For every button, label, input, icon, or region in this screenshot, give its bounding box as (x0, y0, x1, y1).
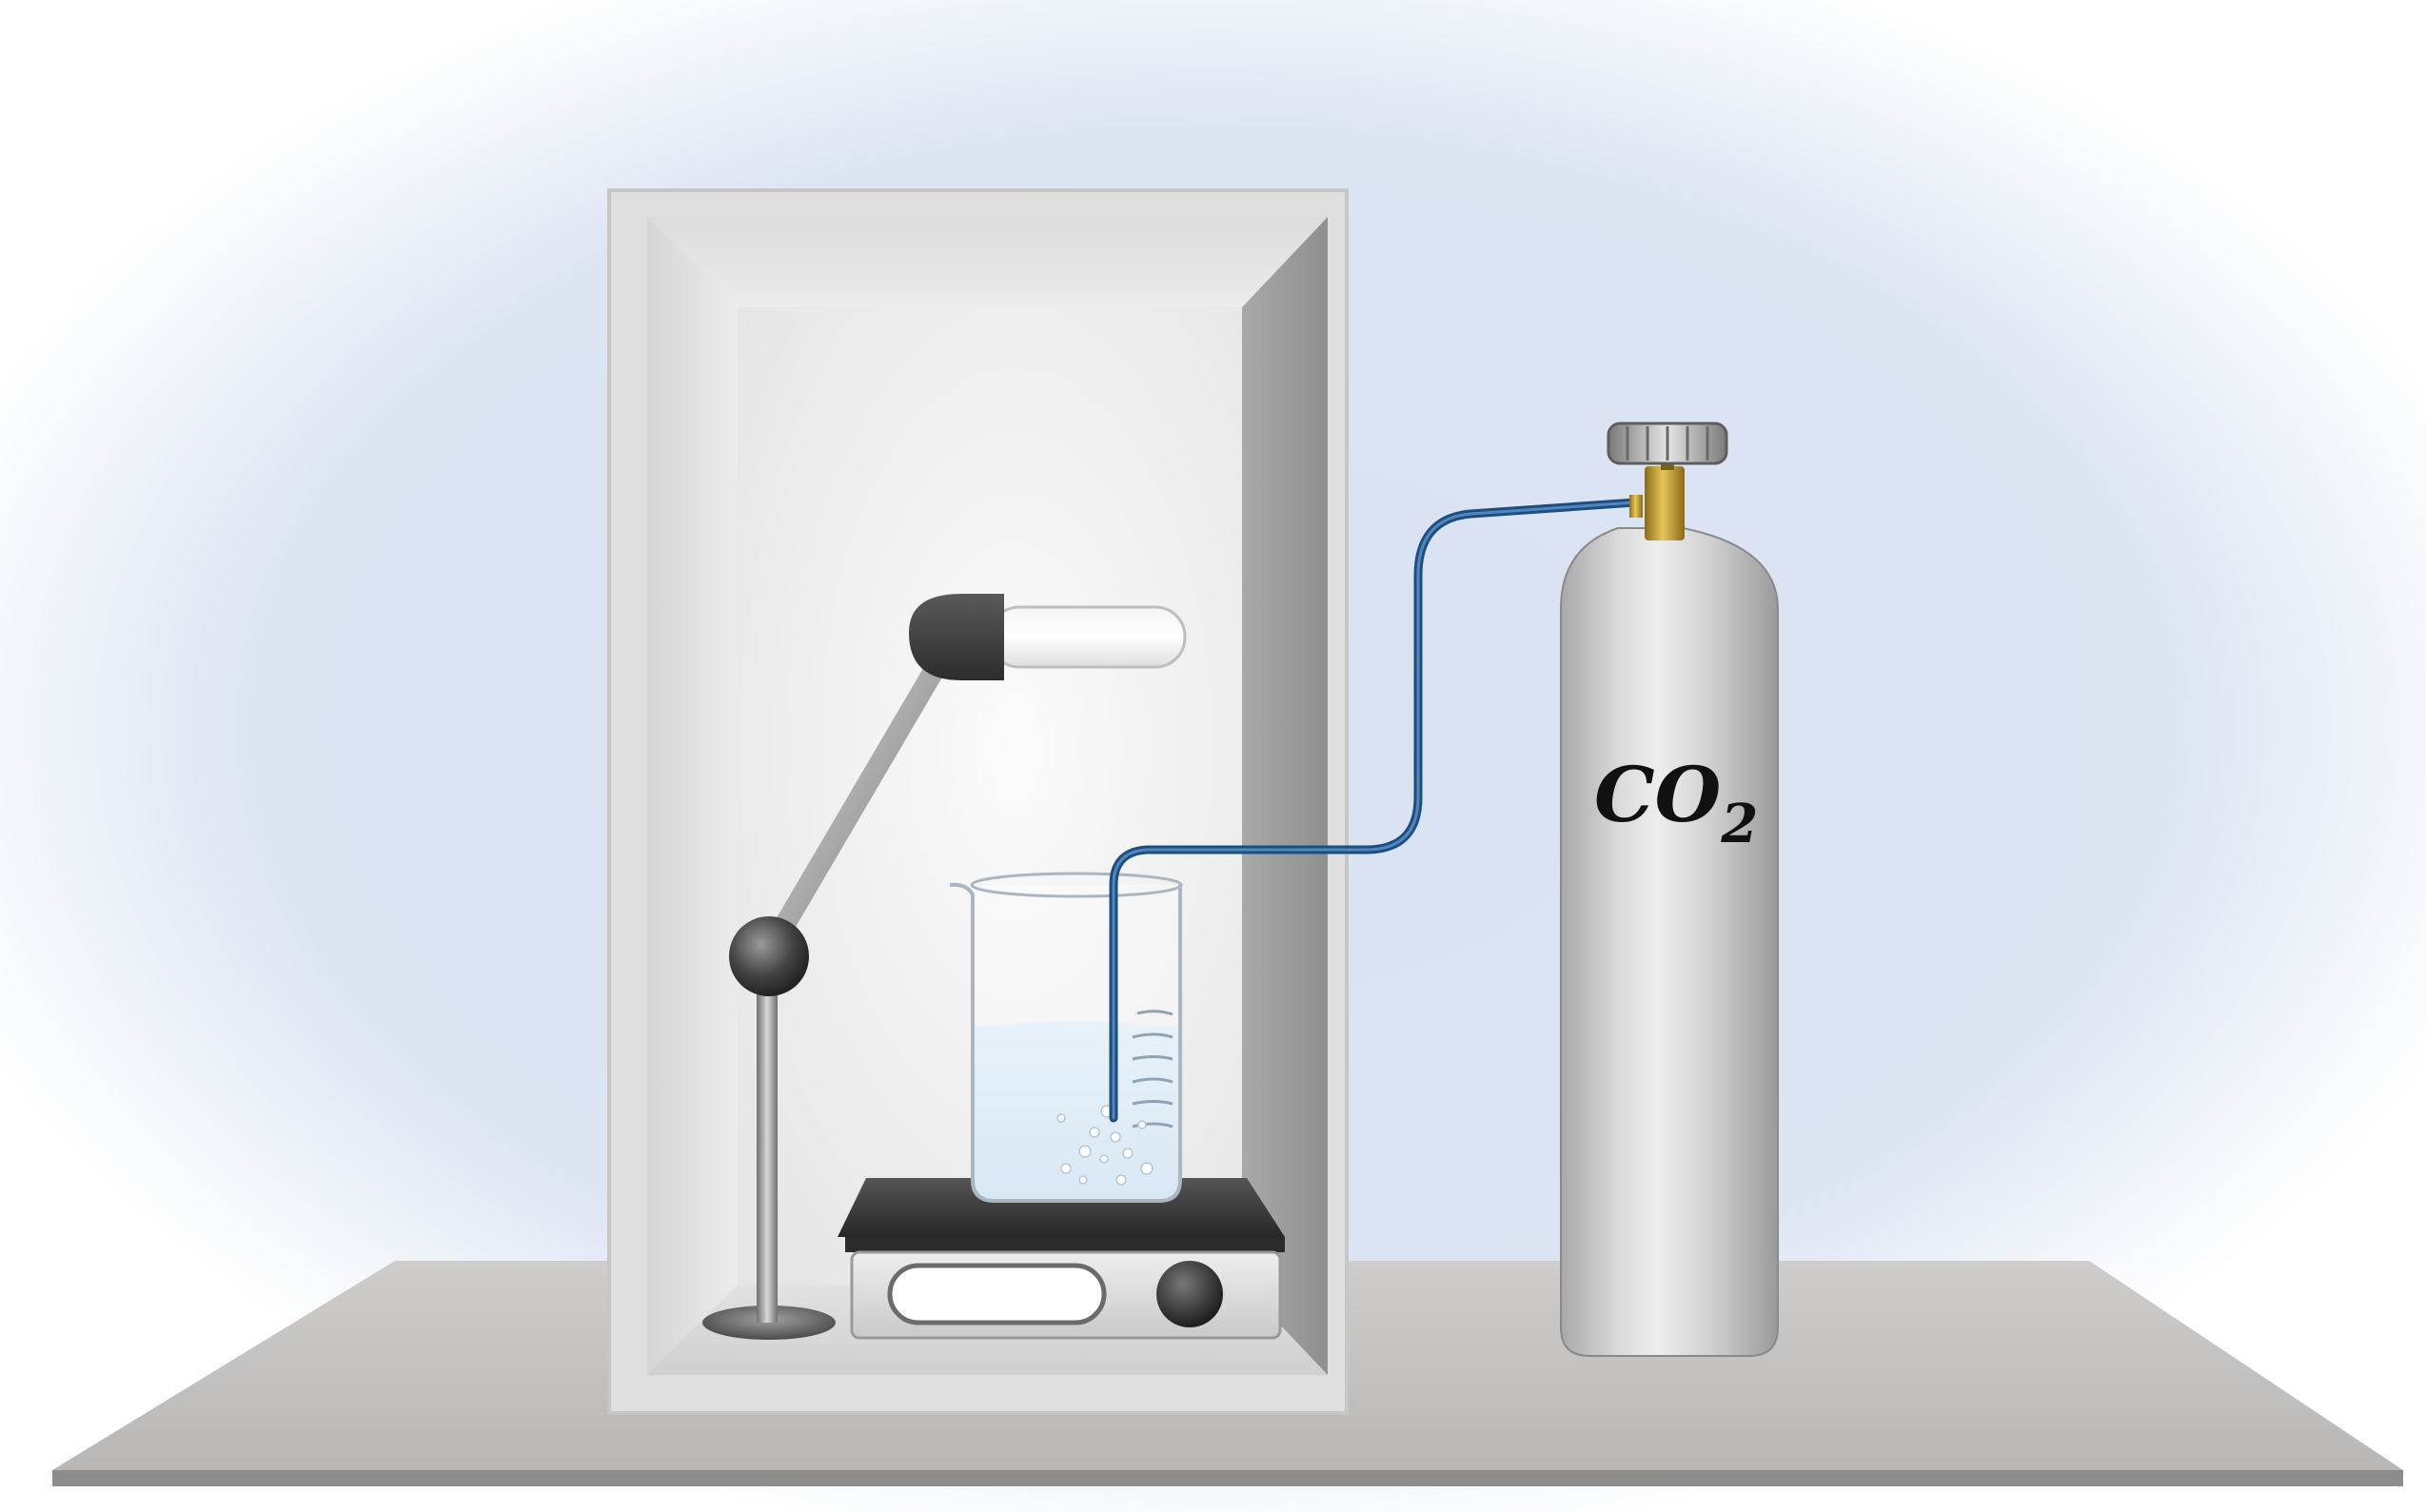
cylinder-valve (1607, 422, 1728, 540)
co2-label: CO2 (1594, 750, 1758, 855)
co2-cylinder: CO2 (1560, 527, 1779, 1357)
gas-bubbles (1056, 1105, 1154, 1186)
lamp (909, 594, 1187, 680)
lamp-stand (702, 646, 953, 1340)
beaker (949, 872, 1183, 1203)
graduation-marks (1132, 1010, 1174, 1129)
